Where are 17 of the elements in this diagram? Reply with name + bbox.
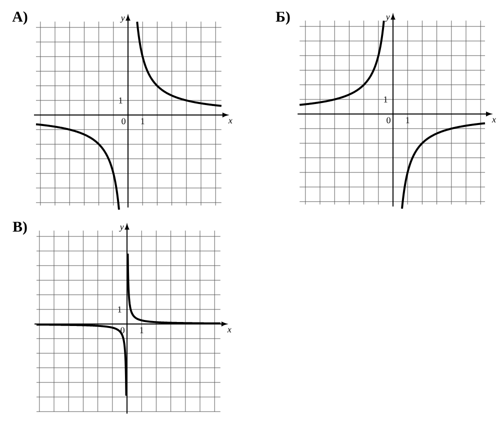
tick-label: 1 xyxy=(384,96,388,102)
tick-label: 1 xyxy=(140,327,144,334)
axis-label: y xyxy=(120,16,125,23)
axis-label: y xyxy=(385,16,390,22)
tick-label: 0 xyxy=(122,118,126,124)
panel-label: Б) xyxy=(276,11,290,25)
panel-label: В) xyxy=(12,221,27,235)
axis-label: x xyxy=(227,328,232,332)
panel-label: А) xyxy=(12,11,28,25)
tick-label: 1 xyxy=(119,97,122,104)
axis-label: x xyxy=(228,119,232,124)
tick-label: 1 xyxy=(141,118,144,124)
tick-label: 1 xyxy=(406,117,410,124)
tick-label: 0 xyxy=(386,117,390,124)
axis-label: y xyxy=(119,226,124,232)
axis-label: x xyxy=(492,118,496,122)
tick-label: 1 xyxy=(118,306,122,312)
